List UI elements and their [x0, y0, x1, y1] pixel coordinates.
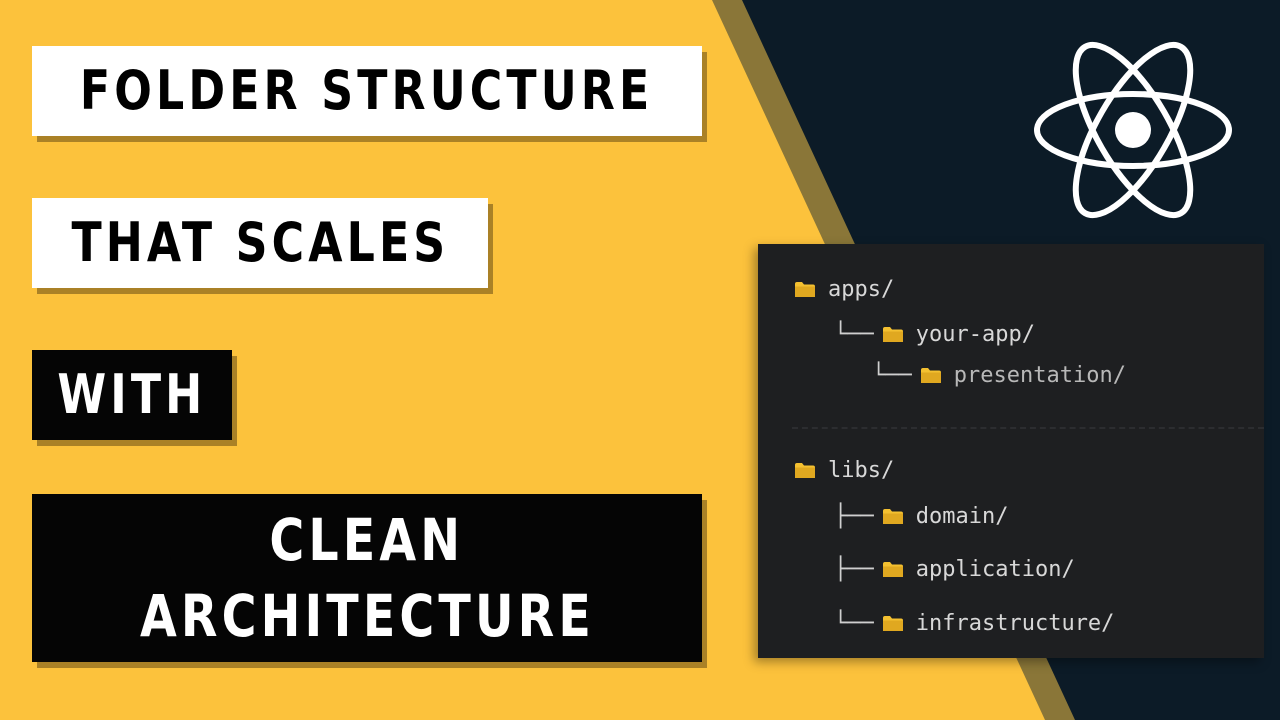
title-line-that-scales: THAT SCALES — [32, 198, 488, 288]
title-line-folder-structure: FOLDER STRUCTURE — [32, 46, 702, 136]
tree-label-apps: apps/ — [828, 276, 895, 302]
tree-branch: ├── — [834, 556, 874, 582]
folder-icon — [882, 326, 903, 342]
tree-branch: └── — [834, 610, 874, 636]
title-text-3: WITH — [57, 363, 207, 426]
tree-row-apps: apps/ — [794, 274, 894, 304]
tree-label-your-app: your-app/ — [915, 321, 1035, 347]
tree-row-domain: ├── domain/ — [834, 501, 1008, 531]
tree-label-presentation: presentation/ — [953, 362, 1126, 388]
tree-row-application: ├── application/ — [834, 554, 1075, 584]
folder-icon — [795, 462, 815, 478]
tree-label-infrastructure: infrastructure/ — [915, 610, 1115, 636]
folder-icon — [882, 615, 903, 631]
title-text-2: THAT SCALES — [71, 211, 449, 274]
react-atom-icon — [1034, 41, 1232, 219]
tree-divider — [792, 427, 1264, 429]
tree-label-libs: libs/ — [828, 457, 895, 483]
tree-row-libs: libs/ — [794, 455, 894, 485]
folder-icon — [882, 561, 903, 577]
title-text-4b: ARCHITECTURE — [139, 582, 595, 650]
folder-icon — [882, 508, 903, 524]
tree-label-application: application/ — [915, 556, 1075, 582]
tree-row-presentation: └── presentation/ — [872, 360, 1126, 390]
title-line-with: WITH — [32, 350, 232, 440]
tree-row-infrastructure: └── infrastructure/ — [834, 608, 1114, 638]
tree-label-domain: domain/ — [915, 503, 1009, 529]
title-text-1: FOLDER STRUCTURE — [80, 59, 654, 122]
title-line-clean-architecture: CLEAN ARCHITECTURE — [32, 494, 702, 662]
tree-row-your-app: └── your-app/ — [834, 319, 1035, 349]
tree-branch: └── — [834, 321, 874, 347]
tree-branch: └── — [872, 362, 912, 388]
folder-icon — [920, 367, 941, 383]
folder-icon — [795, 281, 815, 297]
folder-tree-panel: apps/ └── your-app/ └── presentation/ li… — [758, 244, 1264, 658]
title-text-4a: CLEAN — [269, 506, 465, 574]
tree-branch: ├── — [834, 503, 874, 529]
